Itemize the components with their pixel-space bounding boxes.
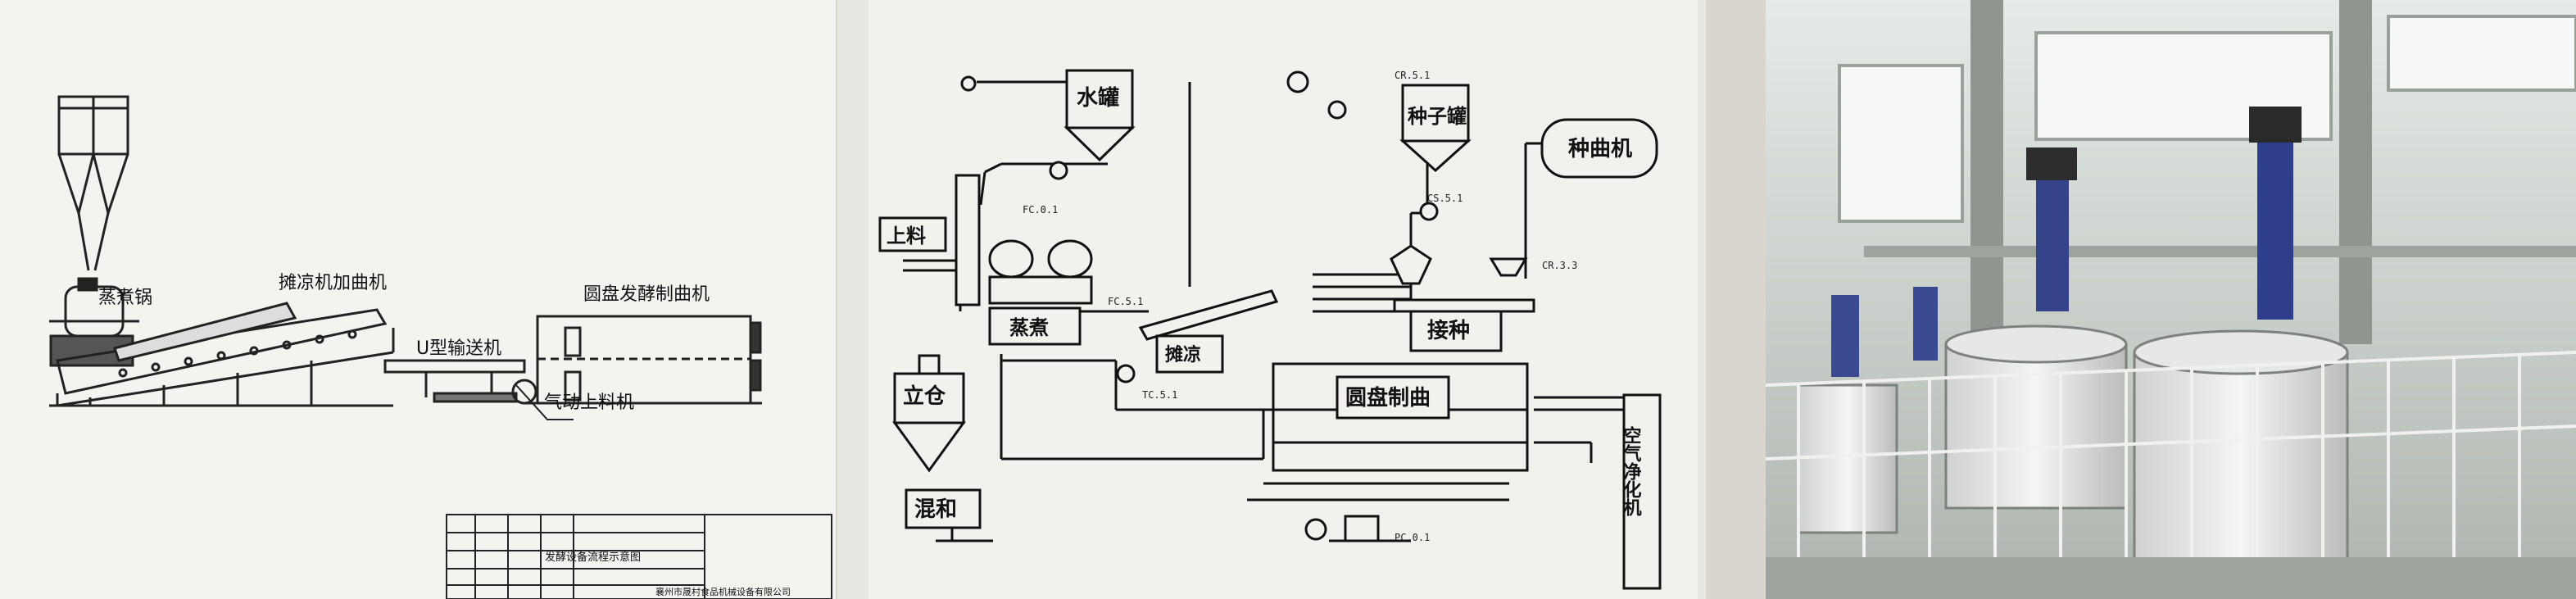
code-5: TC.5.1 [1142, 389, 1177, 401]
overhead-beam [1864, 246, 2576, 257]
cooling-conveyor [49, 302, 395, 407]
label-pneumatic-loader: 气动上料机 [544, 393, 634, 413]
box-inoculum-machine: 种曲机 [1568, 137, 1632, 161]
fermentation-tanks [1797, 324, 2349, 567]
code-3: FC.5.1 [1108, 296, 1143, 307]
code-4: FC.0.1 [1023, 204, 1058, 216]
code-2: CR.3.3 [1542, 260, 1577, 271]
label-cooler: 摊凉机加曲机 [279, 273, 387, 293]
process-flow-drawing: 水罐 种子罐 种曲机 上料 蒸煮 摊凉 接种 圆盘制曲 立仓 混和 空气净化机 … [868, 0, 1698, 599]
air-purifier-label: 空气净化机 [1621, 425, 1643, 517]
box-seed-tank: 种子罐 [1408, 105, 1467, 128]
label-disc-fermenter: 圆盘发酵制曲机 [583, 284, 710, 305]
flow-lines [903, 75, 1624, 542]
silo-hoppers [57, 95, 129, 271]
code-6: CS.5.1 [1427, 193, 1463, 204]
equipment-sketch-panel: 蒸煮锅 摊凉机加曲机 U型输送机 [0, 0, 836, 599]
box-steaming: 蒸煮 [1009, 316, 1049, 339]
box-air-purifier: 空气净化机 [1621, 425, 1643, 517]
label-u-conveyor: U型输送机 [416, 338, 501, 359]
box-inoculation: 接种 [1427, 319, 1470, 343]
process-flow-panel: 水罐 种子罐 种曲机 上料 蒸煮 摊凉 接种 圆盘制曲 立仓 混和 空气净化机 … [837, 0, 1706, 599]
title-block-title: 发酵设备流程示意图 [545, 551, 641, 564]
workshop-windows [1838, 15, 2576, 223]
equipment-sketch-drawing: 蒸煮锅 摊凉机加曲机 U型输送机 [49, 95, 832, 599]
workshop-photo [1766, 0, 2576, 599]
box-cooling: 摊凉 [1165, 344, 1201, 365]
pumps [1049, 70, 1439, 542]
code-7: PC.0.1 [1395, 532, 1430, 543]
stirring-motors [1831, 107, 2302, 377]
box-silo: 立仓 [903, 383, 946, 409]
workshop-photo-panel [1766, 0, 2576, 599]
steamer-vessel [49, 277, 139, 367]
code-1: CR.5.1 [1395, 70, 1430, 81]
workshop-floor [1766, 557, 2576, 599]
equipment-shapes [878, 69, 1662, 590]
disc-fermenter [524, 315, 762, 405]
u-conveyor [383, 359, 537, 405]
box-mixing: 混和 [914, 497, 957, 522]
label-steamer: 蒸煮锅 [98, 288, 152, 308]
pneumatic-loader-leader [515, 384, 574, 420]
title-block [446, 514, 832, 599]
title-block-company: 襄州市晟村食品机械设备有限公司 [655, 586, 791, 597]
box-water-tank: 水罐 [1077, 85, 1119, 111]
box-disc-koji: 圆盘制曲 [1345, 385, 1431, 411]
box-feeding: 上料 [887, 225, 926, 247]
